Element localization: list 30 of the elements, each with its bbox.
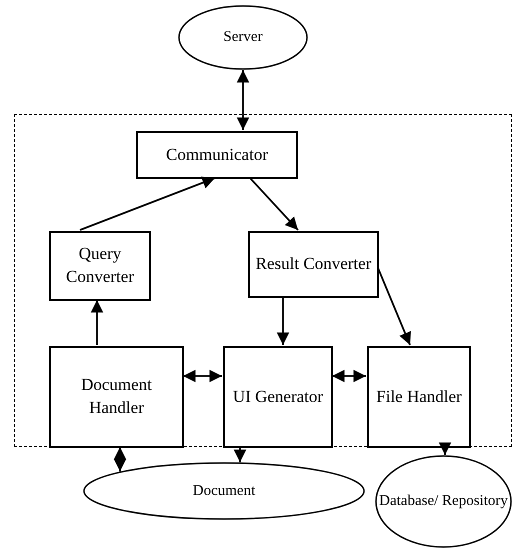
arrow [276, 297, 290, 345]
ellipse-node [178, 5, 308, 70]
node-label: UI Generator [232, 386, 324, 408]
process-box [136, 131, 298, 179]
arrow [249, 177, 299, 231]
process-box [248, 231, 379, 298]
arrow [114, 447, 126, 472]
ellipse-node [375, 455, 512, 548]
node-label: Document [192, 482, 256, 501]
node-label: Server [222, 28, 264, 48]
node-label: File Handler [375, 386, 463, 408]
process-box [223, 346, 333, 448]
node-label: Communicator [165, 144, 269, 166]
arrow [332, 370, 366, 382]
process-box [367, 346, 471, 448]
arrow [80, 176, 216, 231]
process-box [49, 346, 184, 448]
node-label: Result Converter [254, 253, 372, 276]
node-label: Document Handler [80, 374, 153, 419]
node-label: Query Converter [65, 243, 135, 288]
arrow [234, 447, 246, 462]
arrow [183, 370, 222, 382]
process-box [49, 231, 151, 301]
ellipse-node [83, 462, 365, 520]
arrow [90, 300, 104, 345]
dashed-frame [14, 114, 512, 447]
arrow [438, 442, 452, 455]
node-label: Database/ Repository [378, 492, 509, 512]
arrow [236, 70, 250, 130]
arrow [377, 268, 411, 346]
